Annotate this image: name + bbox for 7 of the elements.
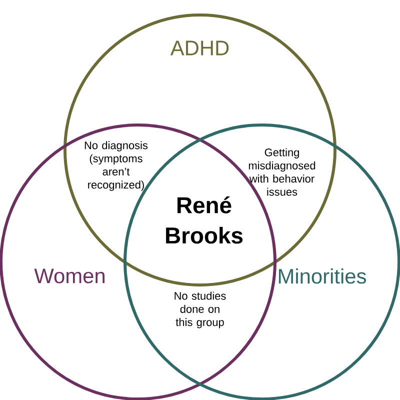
region-label: No studies done on this group xyxy=(174,292,226,328)
region-label: No diagnosis (symptoms aren’t recognized) xyxy=(84,141,148,191)
circle-title: ADHD xyxy=(170,40,229,56)
region-label: Getting misdiagnosed with behavior issues xyxy=(248,148,316,196)
region-label: René Brooks xyxy=(166,196,243,244)
circle-title: Women xyxy=(34,268,104,284)
circle-title: Minorities xyxy=(278,268,366,284)
